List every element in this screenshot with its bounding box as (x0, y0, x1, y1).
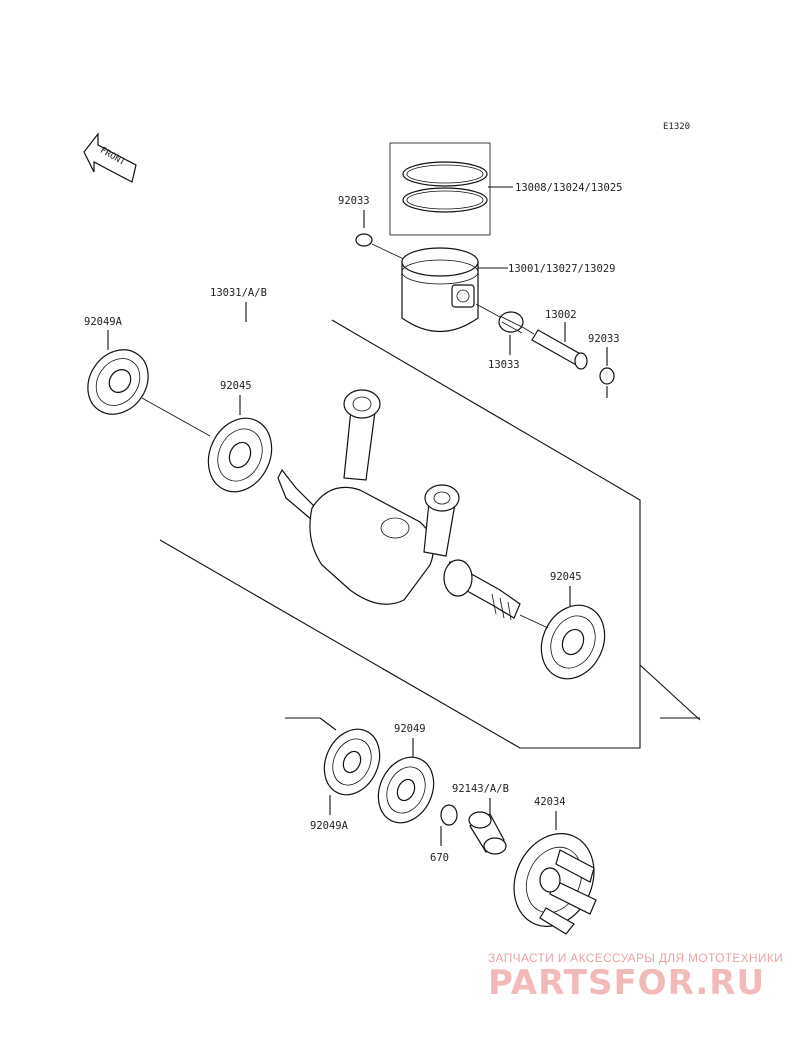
watermark-tagline: ЗАПЧАСТИ И АКСЕССУАРЫ ДЛЯ МОТОТЕХНИКИ (488, 951, 783, 965)
crankshaft (277, 389, 521, 621)
label-collar: 92143/A/B (452, 783, 509, 795)
label-circlip-right: 92033 (588, 333, 620, 345)
bearing-left (207, 417, 273, 493)
watermark-logo: PARTSFOR.RU (488, 963, 765, 1003)
label-piston: 13001/13027/13029 (508, 263, 615, 275)
oil-seal-top (87, 349, 149, 415)
label-piston-pin: 13002 (545, 309, 577, 321)
piston-rings (389, 142, 513, 236)
bearing-right (540, 604, 606, 680)
circlip-right (599, 367, 615, 385)
label-bearing-left: 92045 (220, 380, 252, 392)
label-crankshaft: 13031/A/B (210, 287, 267, 299)
oil-seal-bottom (377, 756, 435, 824)
label-oil-seal-top: 92049A (84, 316, 123, 328)
label-circlip-top: 92033 (338, 195, 370, 207)
piston-pin (523, 327, 588, 370)
label-o-ring: 670 (430, 852, 449, 864)
piston (401, 247, 508, 333)
label-piston-rings: 13008/13024/13025 (515, 182, 622, 194)
impeller (513, 833, 597, 935)
collar (468, 811, 507, 855)
needle-bearing (475, 303, 525, 334)
circlip-top (355, 233, 373, 247)
label-needle-bearing: 13033 (488, 359, 520, 371)
assembly-outline (159, 319, 701, 749)
oil-seal-bottom-a (323, 728, 381, 796)
diagram-code: E1320 (663, 122, 690, 132)
label-bearing-right: 92045 (550, 571, 582, 583)
label-oil-seal-bottom: 92049 (394, 723, 426, 735)
front-arrow-icon: FRONT (83, 132, 137, 183)
o-ring (440, 804, 458, 826)
label-oil-seal-bottom-a: 92049A (310, 820, 349, 832)
label-impeller: 42034 (534, 796, 566, 808)
